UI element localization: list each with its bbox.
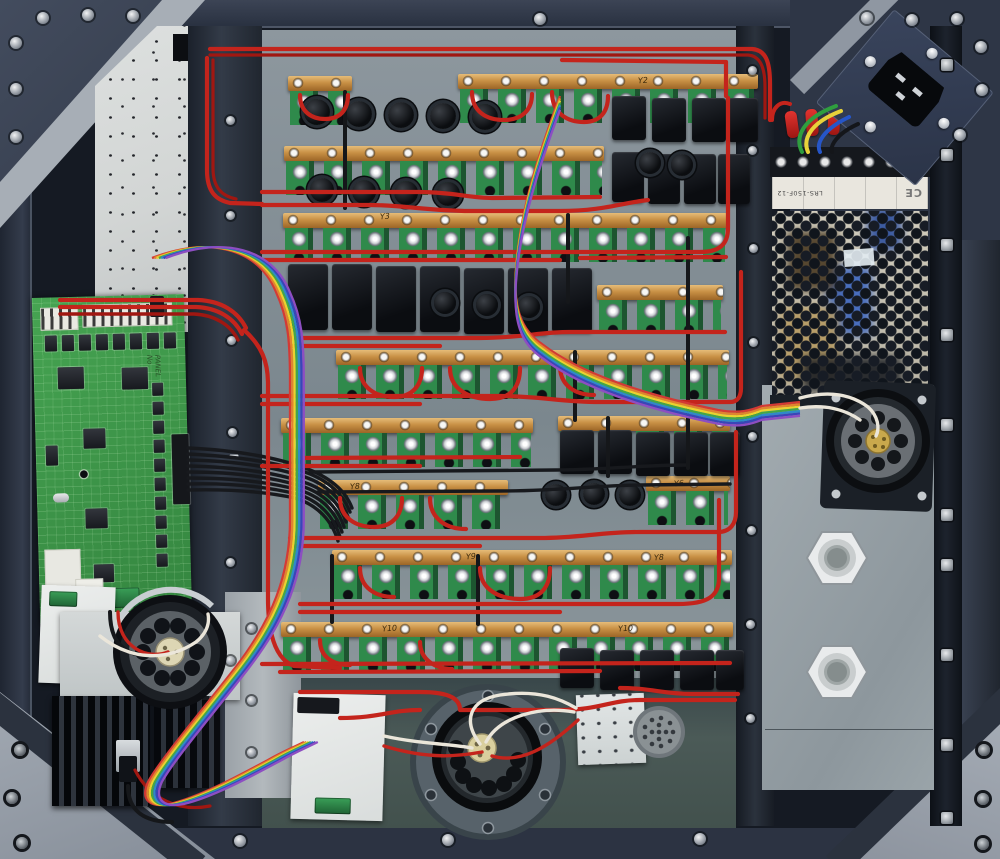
ic-chip: [152, 382, 164, 396]
ribbon-connector: [297, 696, 340, 715]
frame-bevel: [30, 26, 32, 826]
heatsink: [154, 696, 220, 788]
ic-chip: [78, 334, 92, 351]
ic-chip: [153, 439, 165, 453]
screw-icon: [694, 833, 706, 845]
ic-chip: [163, 332, 177, 349]
center-component-panel: [262, 30, 736, 680]
ic-chip: [61, 334, 75, 352]
ic-chip: [129, 333, 143, 350]
pcb-connector: [40, 306, 79, 331]
ic-chip: [156, 534, 168, 548]
psu-vent-mesh: [772, 211, 928, 395]
ic-chip: [156, 553, 168, 567]
module-terminal: [314, 797, 351, 815]
ic-chip: [153, 420, 165, 434]
ic-chip: [154, 477, 166, 491]
ribbon-header: [171, 433, 191, 505]
screw-icon: [442, 834, 454, 846]
switch-mount-plate: [60, 612, 240, 700]
screw-icon: [234, 835, 246, 847]
ic-chip-qfp: [85, 508, 108, 529]
panel-seam: [765, 729, 933, 730]
pcb-terminal-block: [113, 587, 140, 609]
cable-tie: [229, 454, 239, 459]
module-terminal: [48, 591, 78, 607]
control-pcb: PANEL No: [31, 294, 193, 624]
capacitor: [45, 445, 59, 466]
ic-chip: [154, 458, 166, 472]
mounting-hole: [78, 468, 90, 480]
psu-model-text: LRS-150F-12: [777, 189, 823, 197]
crystal-oscillator: [52, 493, 70, 503]
psu-mesh-grid: [772, 211, 928, 395]
ic-chip-qfp: [83, 428, 106, 449]
pcb-handwritten-marking: PANEL No: [145, 354, 162, 378]
to220-transistor: [119, 756, 137, 782]
ic-chip: [152, 401, 164, 415]
cable-clamp: [150, 296, 164, 317]
psu-base: [770, 395, 930, 407]
psu-mesh-sticker: [843, 247, 875, 268]
ic-chip-qfp: [121, 367, 149, 390]
ic-chip-qfp: [57, 366, 85, 390]
ic-chip: [155, 515, 167, 529]
ic-chip: [95, 334, 109, 351]
ic-chip: [146, 332, 160, 350]
ic-chip: [155, 496, 167, 510]
ic-chip: [44, 335, 58, 352]
ic-chip: [112, 333, 126, 350]
connector-plate: [575, 692, 647, 766]
white-module: [290, 692, 386, 822]
frame-bevel: [30, 26, 964, 28]
